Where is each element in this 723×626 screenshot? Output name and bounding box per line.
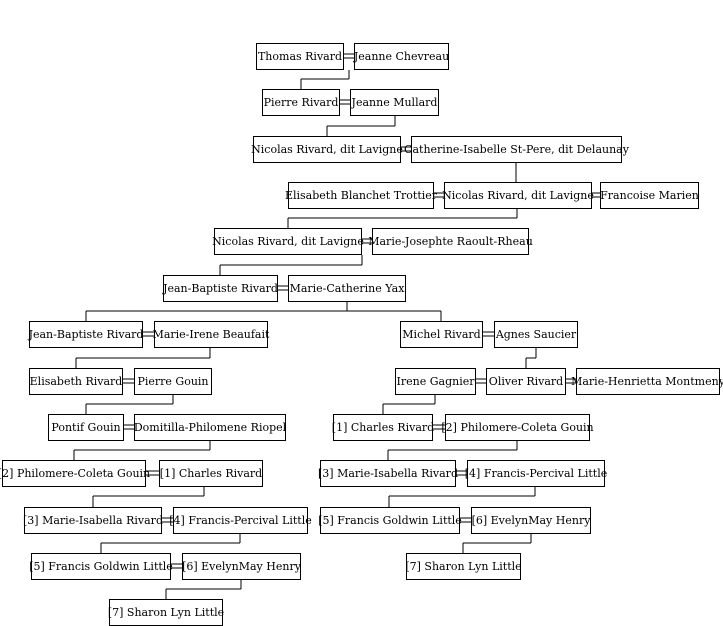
person-marie-isabella-rivard-left[interactable]: [3] Marie-Isabella Rivard <box>23 507 163 534</box>
person-sharon-lyn-little-right[interactable]: [7] Sharon Lyn Little <box>405 553 522 580</box>
person-marie-josephte-raoult-rheau[interactable]: Marie-Josephte Raoult-Rheau <box>368 228 533 255</box>
person-sharon-lyn-little-left[interactable]: [7] Sharon Lyn Little <box>108 599 224 626</box>
person-charles-rivard-right[interactable]: [1] Charles Rivard <box>332 414 434 441</box>
person-evelynmay-henry-right[interactable]: [6] EvelynMay Henry <box>471 507 591 534</box>
person-catherine-isabelle-st-pere[interactable]: Catherine-Isabelle St-Pere, dit Delaunay <box>404 136 629 163</box>
person-evelynmay-henry-left[interactable]: [6] EvelynMay Henry <box>182 553 301 580</box>
person-pontif-gouin[interactable]: Pontif Gouin <box>48 414 124 441</box>
person-thomas-rivard[interactable]: Thomas Rivard <box>256 43 344 70</box>
person-charles-rivard-left[interactable]: [1] Charles Rivard <box>159 460 263 487</box>
person-agnes-saucier[interactable]: Agnes Saucier <box>494 321 578 348</box>
person-francoise-marien[interactable]: Francoise Marien <box>600 182 699 209</box>
person-francis-percival-little-left[interactable]: [4] Francis-Percival Little <box>169 507 312 534</box>
person-nicolas-rivard-gen4[interactable]: Nicolas Rivard, dit Lavigne <box>442 182 594 209</box>
person-jeanne-chevreau[interactable]: Jeanne Chevreau <box>354 43 449 70</box>
person-marie-irene-beaufait[interactable]: Marie-Irene Beaufait <box>153 321 269 348</box>
person-francis-percival-little-right[interactable]: [4] Francis-Percival Little <box>465 460 607 487</box>
person-marie-isabella-rivard-right[interactable]: [3] Marie-Isabella Rivard <box>318 460 458 487</box>
person-nicolas-rivard-gen3[interactable]: Nicolas Rivard, dit Lavigne <box>251 136 403 163</box>
person-jean-baptiste-rivard-gen6[interactable]: Jean-Baptiste Rivard <box>163 275 278 302</box>
person-irene-gagnier[interactable]: Irene Gagnier <box>395 368 476 395</box>
person-marie-henrietta-montmeny[interactable]: Marie-Henrietta Montmeny <box>571 368 723 395</box>
person-pierre-rivard[interactable]: Pierre Rivard <box>262 89 340 116</box>
person-francis-goldwin-little-left[interactable]: [5] Francis Goldwin Little <box>29 553 173 580</box>
person-philomere-coleta-gouin-right[interactable]: [2] Philomere-Coleta Gouin <box>441 414 594 441</box>
person-jeanne-mullard[interactable]: Jeanne Mullard <box>350 89 439 116</box>
person-oliver-rivard[interactable]: Oliver Rivard <box>486 368 566 395</box>
person-domitilla-philomene-riopel[interactable]: Domitilla-Philomene Riopel <box>134 414 286 441</box>
person-francis-goldwin-little-right[interactable]: [5] Francis Goldwin Little <box>318 507 462 534</box>
person-philomere-coleta-gouin-left[interactable]: [2] Philomere-Coleta Gouin <box>0 460 150 487</box>
person-nicolas-rivard-gen5[interactable]: Nicolas Rivard, dit Lavigne <box>212 228 364 255</box>
person-michel-rivard[interactable]: Michel Rivard <box>400 321 483 348</box>
person-elisabeth-blanchet-trottier[interactable]: Elisabeth Blanchet Trottier <box>285 182 437 209</box>
person-elisabeth-rivard[interactable]: Elisabeth Rivard <box>29 368 123 395</box>
person-jean-baptiste-rivard-gen7[interactable]: Jean-Baptiste Rivard <box>29 321 143 348</box>
person-marie-catherine-yax[interactable]: Marie-Catherine Yax <box>288 275 406 302</box>
person-pierre-gouin[interactable]: Pierre Gouin <box>134 368 212 395</box>
